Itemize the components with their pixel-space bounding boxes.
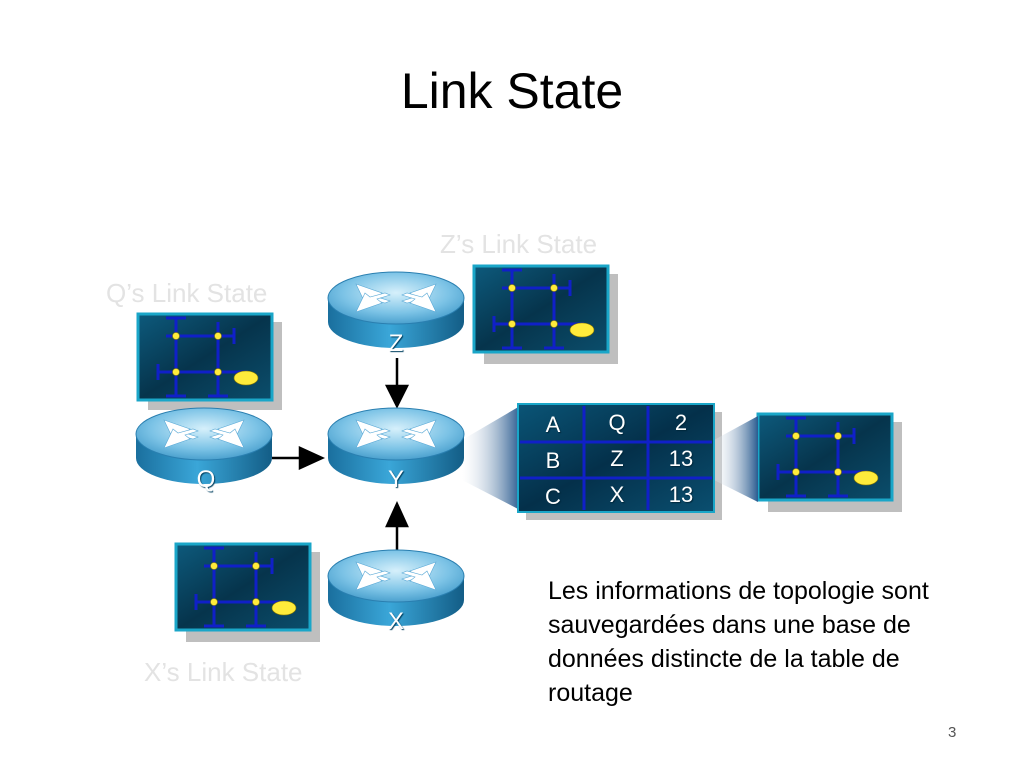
x-link-state-label: X’s Link State bbox=[144, 657, 303, 687]
slide-title: Link State bbox=[400, 63, 624, 119]
arrow-q-to-y bbox=[298, 446, 326, 470]
table-cell: Z bbox=[610, 446, 624, 471]
table-cell: X bbox=[609, 482, 625, 507]
table-cell: 2 bbox=[674, 410, 688, 435]
table-cell: 13 bbox=[668, 482, 694, 507]
table-cell: Q bbox=[608, 410, 626, 435]
z-topology-panel bbox=[472, 264, 610, 354]
router-z-label: Z bbox=[388, 330, 404, 357]
table-cell: B bbox=[545, 448, 561, 473]
router-y-label: Y bbox=[387, 466, 404, 493]
q-link-state-label: Q’s Link State bbox=[106, 278, 268, 308]
q-topology-panel bbox=[136, 312, 274, 402]
table-cell: C bbox=[545, 484, 561, 509]
page-number: 3 bbox=[948, 724, 957, 741]
table-cell: 13 bbox=[668, 446, 694, 471]
db-zoom-connector bbox=[714, 416, 758, 502]
arrow-x-to-y bbox=[385, 500, 409, 528]
router-x-label: X bbox=[387, 608, 404, 635]
arrow-z-to-y bbox=[384, 384, 410, 409]
x-topology-panel bbox=[174, 542, 312, 632]
description-text: Les informations de topologie sont sauve… bbox=[548, 577, 929, 707]
table-cell: A bbox=[545, 412, 561, 437]
link-state-table bbox=[517, 403, 715, 513]
db-topology-panel bbox=[756, 412, 894, 502]
table-zoom-connector bbox=[462, 406, 520, 510]
router-q-label: Q bbox=[196, 466, 216, 493]
z-link-state-label: Z’s Link State bbox=[440, 229, 598, 259]
